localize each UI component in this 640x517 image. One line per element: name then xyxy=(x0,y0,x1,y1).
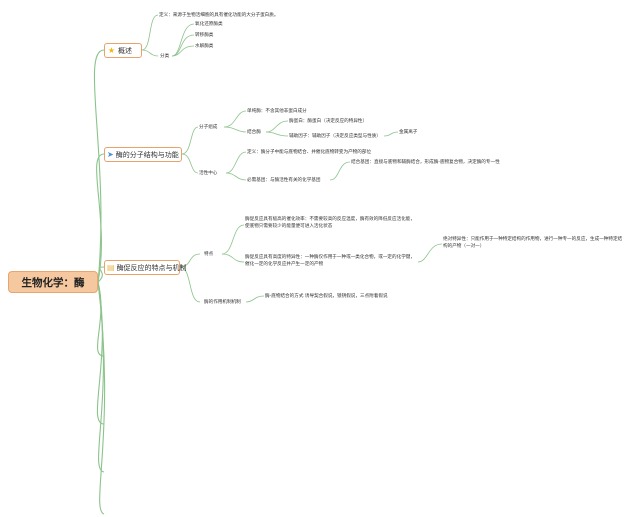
essential-group-node: 必需基团：与酶活性有关的化学基团 xyxy=(247,178,321,183)
cofactor-node: 辅助因子：辅助因子（决定反应类型与性质） xyxy=(289,134,381,139)
simple-enzyme-node: 单纯酶：不含其他非蛋白成分 xyxy=(247,109,307,114)
branch-structure[interactable]: ➤ 酶的分子结构与功能 xyxy=(104,147,182,162)
class-item: 转移酶类 xyxy=(195,33,214,38)
branch-reaction-label: 酶促反应的特点与机制 xyxy=(116,263,187,272)
active-center-definition: 定义：酶分子中能与底物结合、并催化底物转变为产物的部位 xyxy=(247,150,372,155)
paper-plane-icon: ➤ xyxy=(107,150,114,159)
composition-node: 分子组成 xyxy=(199,125,218,130)
apoenzyme-node: 酶蛋白：酶蛋白（决定反应的特异性） xyxy=(289,119,368,124)
overview-definition: 定义：来源于生物活细胞的具有催化功能的大分子蛋白质。 xyxy=(159,13,279,18)
conjugated-enzyme-node: 结合酶 xyxy=(247,130,261,135)
star-icon: ★ xyxy=(107,46,116,55)
class-item: 氧化还原酶类 xyxy=(195,22,223,27)
metal-ion-node: 金属离子 xyxy=(399,130,418,135)
branch-structure-label: 酶的分子结构与功能 xyxy=(115,150,179,159)
features-node: 特点 xyxy=(204,252,214,257)
specificity-node: 酶促反应具有高度的特异性：一种酶仅作用于一种或一类化合物，或一定的化学键，催化一… xyxy=(245,255,415,267)
efficiency-node: 酶促反应具有极高的催化效率：不需要较高的反应温度，酶有效的降低反应活化能，使底物… xyxy=(245,217,415,229)
mechanism-detail-node: 酶-底物结合的方式 诱导契合假说，锁钥假说，三点附着假说 xyxy=(265,294,388,299)
overview-classification: 分类 xyxy=(160,54,170,59)
connector-root-empty-4 xyxy=(97,281,106,515)
connector-root-overview xyxy=(93,49,105,283)
root-node[interactable]: 生物化学：酶 xyxy=(8,271,98,293)
mechanism-node: 酶的作用机制机制 xyxy=(204,300,241,305)
connector-root-structure xyxy=(96,153,105,283)
connector-root-reaction xyxy=(97,266,105,283)
branch-overview-label: 概述 xyxy=(118,46,132,55)
branch-reaction[interactable]: ▤ 酶促反应的特点与机制 xyxy=(104,260,187,275)
root-label: 生物化学：酶 xyxy=(21,276,85,289)
branch-overview[interactable]: ★ 概述 xyxy=(104,43,142,58)
class-item: 水解酶类 xyxy=(195,44,214,49)
active-center-node: 活性中心 xyxy=(199,171,218,176)
binding-group-node: 结合基团：直接与底物和辅酶结合，形成酶-底物复合物，决定酶的专一性 xyxy=(351,160,500,165)
absolute-specificity-node: 绝对特异性：只能作用于一种特定结构的作用物，进行一种专一的反应，生成一种特定结构… xyxy=(443,237,623,249)
bookmark-icon: ▤ xyxy=(107,263,115,272)
